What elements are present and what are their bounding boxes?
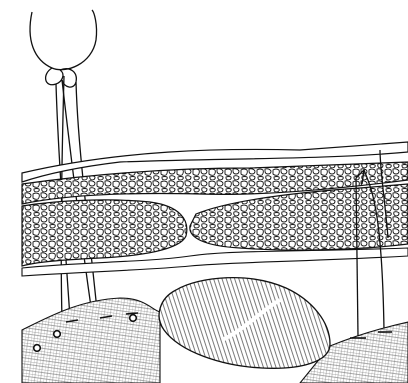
abdominal-wall-layers (22, 142, 408, 276)
hernia-sac (159, 278, 330, 369)
muscle-layer (22, 200, 187, 266)
peritoneum (22, 298, 160, 383)
